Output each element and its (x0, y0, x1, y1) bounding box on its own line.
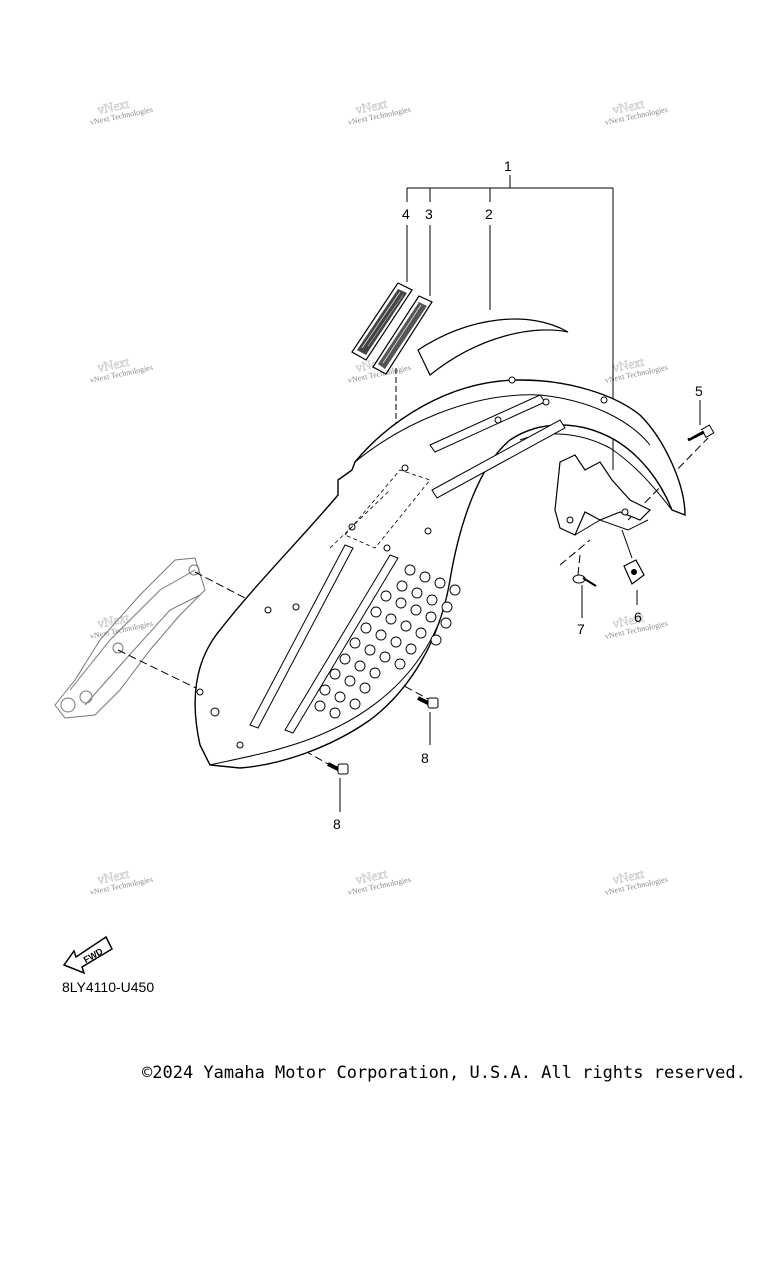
callout-5: 5 (695, 383, 703, 399)
swingarm-outline (54, 557, 206, 719)
screw-5 (687, 400, 715, 442)
callout-1: 1 (504, 158, 512, 174)
watermark: vNext vNext Technologies (347, 95, 411, 127)
label-decal-3 (372, 295, 433, 375)
watermark: vNext vNext Technologies (347, 865, 411, 897)
watermark: vNext vNext Technologies (89, 865, 153, 897)
svg-text:vNext: vNext (611, 96, 646, 117)
callout-8: 8 (421, 750, 429, 766)
watermark: vNext vNext Technologies (604, 865, 668, 897)
fwd-arrow-icon: FWD (62, 935, 113, 975)
copyright-notice: ©2024 Yamaha Motor Corporation, U.S.A. A… (142, 1063, 746, 1083)
callout-8b: 8 (333, 816, 341, 832)
svg-text:vNext: vNext (354, 96, 389, 117)
diagram-code: 8LY4110-U450 (62, 979, 155, 995)
callout-7: 7 (577, 621, 585, 637)
watermark: vNext vNext Technologies (89, 353, 153, 385)
svg-text:vNext: vNext (611, 610, 646, 631)
watermark: vNext vNext Technologies (604, 353, 668, 385)
bolt-8-upper (417, 696, 439, 745)
callout-4: 4 (402, 206, 410, 222)
svg-text:vNext: vNext (611, 354, 646, 375)
rear-fender-1 (194, 376, 686, 769)
svg-text:vNext: vNext (96, 96, 131, 117)
callout-2: 2 (485, 206, 493, 222)
label-decal-4 (351, 282, 413, 361)
svg-text:vNext: vNext (611, 866, 646, 887)
bolt-8-lower (327, 762, 349, 812)
fender-protector-2 (417, 318, 569, 376)
svg-text:vNext: vNext (354, 866, 389, 887)
callout-6: 6 (634, 609, 642, 625)
svg-text:vNext: vNext (96, 354, 131, 375)
fender-vent-holes (314, 564, 461, 719)
watermark: vNext vNext Technologies (89, 609, 153, 641)
nut-clip-6 (621, 529, 645, 605)
rivet-7 (572, 574, 597, 618)
watermark: vNext vNext Technologies (89, 95, 153, 127)
svg-text:vNext: vNext (96, 866, 131, 887)
watermark: vNext vNext Technologies (604, 95, 668, 127)
callout-3: 3 (425, 206, 433, 222)
